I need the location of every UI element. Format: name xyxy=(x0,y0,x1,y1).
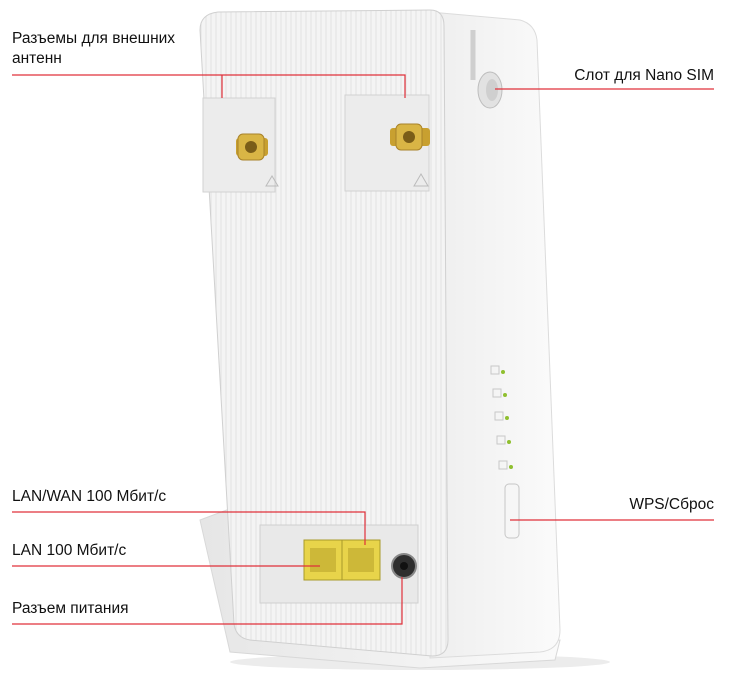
label-lan: LAN 100 Мбит/с xyxy=(12,542,127,559)
label-wps-reset: WPS/Сброс xyxy=(629,496,714,513)
antenna-connector-left xyxy=(202,97,279,193)
label-antenna-line1: Разъемы для внешних xyxy=(12,30,176,47)
antenna-connector-right xyxy=(344,94,430,192)
router-side-panel xyxy=(429,11,561,659)
status-leds xyxy=(490,365,513,470)
label-antenna-line2: антенн xyxy=(12,50,62,67)
label-sim-slot: Слот для Nano SIM xyxy=(574,67,714,84)
port-panel xyxy=(259,524,419,604)
label-power: Разъем питания xyxy=(12,600,129,617)
label-lan-wan: LAN/WAN 100 Мбит/с xyxy=(12,488,167,505)
sim-slot xyxy=(470,30,503,109)
callout-lines xyxy=(12,74,714,625)
wps-reset-button xyxy=(504,483,520,539)
